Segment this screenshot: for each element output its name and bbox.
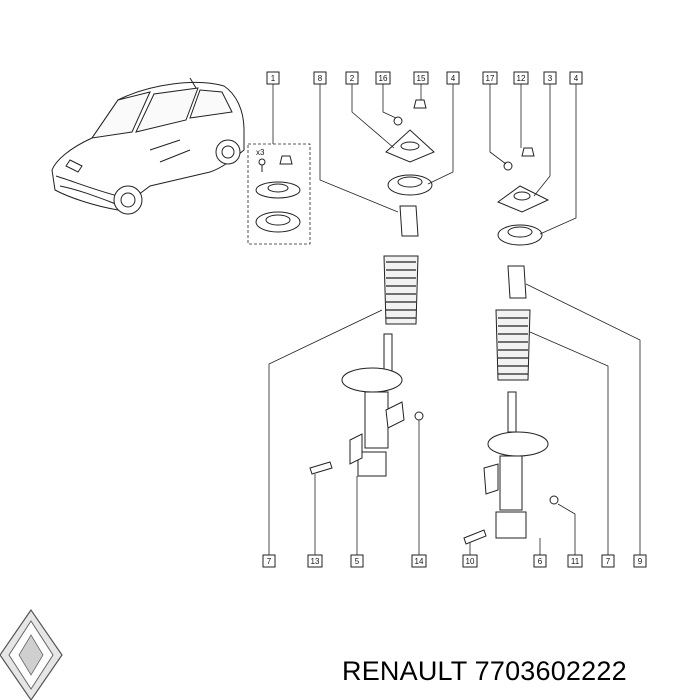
callout-text: 13 [311,557,320,566]
callout-5: 5 [350,554,364,568]
callout-labels: 1 8 2 16 15 4 17 12 3 4 7 13 5 14 10 6 1… [262,71,647,568]
kit-dashed-box [247,143,311,245]
kit-parts [255,155,301,233]
callout-13: 13 [307,554,323,568]
callout-16: 16 [375,71,391,85]
callout-11: 11 [567,554,583,568]
callout-4a: 4 [446,71,460,85]
callout-15: 15 [413,71,429,85]
callout-9: 9 [633,554,647,568]
callout-6: 6 [533,554,547,568]
part-caption: RENAULT 7703602222 [342,656,627,687]
callout-text: 14 [415,557,424,566]
callout-1: 1 [266,71,280,85]
renault-logo-icon [0,608,63,700]
kit-note: x3 [256,148,265,157]
callout-text: 7 [267,557,272,566]
callout-text: 16 [379,74,388,83]
right-strut-assembly [463,147,559,545]
callout-text: 12 [517,74,526,83]
callout-text: 2 [350,74,355,83]
car-illustration [51,77,245,215]
callout-14: 14 [411,554,427,568]
callout-7b: 7 [601,554,615,568]
callout-text: 8 [318,74,323,83]
callout-10: 10 [462,554,478,568]
callout-text: 10 [466,557,475,566]
part-number: 7703602222 [474,656,627,686]
callout-text: 3 [548,74,553,83]
callout-17: 17 [482,71,498,85]
brand-name: RENAULT [342,656,467,686]
callout-7a: 7 [262,554,276,568]
callout-text: 5 [355,557,360,566]
leader-lines [268,84,641,555]
callout-text: 6 [538,557,543,566]
callout-text: 4 [574,74,579,83]
callout-8: 8 [313,71,327,85]
callout-text: 15 [417,74,426,83]
callout-3: 3 [543,71,557,85]
left-strut-assembly [309,99,435,477]
callout-2: 2 [345,71,359,85]
callout-text: 7 [606,557,611,566]
callout-4b: 4 [569,71,583,85]
callout-text: 4 [451,74,456,83]
callout-text: 9 [638,557,643,566]
callout-text: 17 [486,74,495,83]
callout-12: 12 [513,71,529,85]
callout-text: 11 [571,557,580,566]
callout-text: 1 [271,74,276,83]
